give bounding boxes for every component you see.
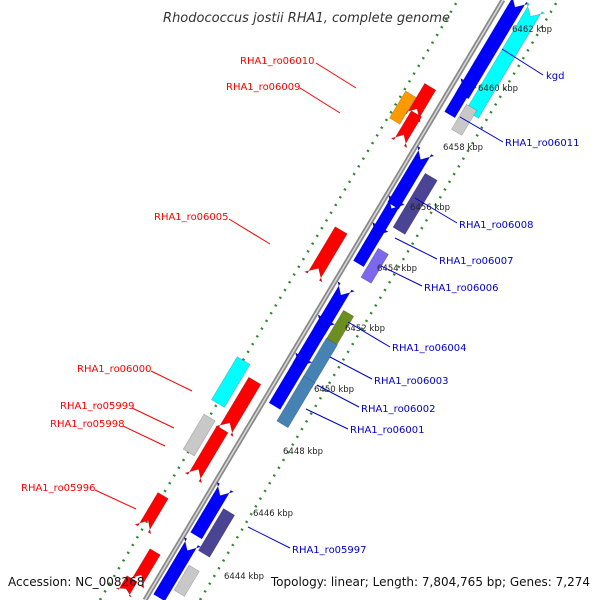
- gene-ro06002-left-arrow[interactable]: [268, 352, 313, 410]
- gene-ro05998-arrow[interactable]: [184, 425, 229, 484]
- tick-label: 6454 kbp: [377, 264, 417, 274]
- gene-label-ro06011[interactable]: RHA1_ro06011: [505, 138, 580, 149]
- genome-summary-text: Topology: linear; Length: 7,804,765 bp; …: [270, 575, 590, 589]
- gene-ro06008-arrow[interactable]: [392, 172, 438, 235]
- tick-label: 6460 kbp: [478, 84, 518, 94]
- tick-label: 6458 kbp: [443, 143, 483, 153]
- gene-label-ro06005[interactable]: RHA1_ro06005: [154, 212, 229, 223]
- tick-label: 6450 kbp: [314, 385, 354, 395]
- genome-backbone-shine: [144, 0, 504, 600]
- gene-label-ro05997[interactable]: RHA1_ro05997: [292, 545, 367, 556]
- gene-label-kgd[interactable]: kgd: [546, 71, 565, 82]
- leader-line-ro06010: [315, 62, 357, 89]
- gene-ro06005-arrow[interactable]: [304, 226, 348, 283]
- gene-ro05995-left-arrow[interactable]: [153, 536, 202, 600]
- gene-ro05996-arrow[interactable]: [134, 492, 169, 535]
- gene-label-ro06000[interactable]: RHA1_ro06000: [77, 364, 152, 375]
- leader-line-ro05996: [94, 489, 137, 510]
- gene-kgd-outer-arrow[interactable]: [456, 0, 530, 100]
- gene-label-ro06001[interactable]: RHA1_ro06001: [350, 425, 425, 436]
- accession-text: Accession: NC_008268: [8, 575, 144, 589]
- tick-label: 6462 kbp: [512, 25, 552, 35]
- leader-line-ro06002: [316, 384, 360, 408]
- gene-ro06007-arrow[interactable]: [352, 221, 389, 268]
- gene-ro06009-arrow[interactable]: [389, 90, 417, 125]
- gene-ro06004-left-arrow[interactable]: [313, 281, 355, 335]
- gene-label-ro06004[interactable]: RHA1_ro06004: [392, 343, 467, 354]
- leader-line-ro06006: [380, 265, 423, 287]
- gene-ro05993-arrow[interactable]: [115, 575, 138, 598]
- gene-label-ro05999[interactable]: RHA1_ro05999: [60, 401, 135, 412]
- tick-label: 6446 kbp: [253, 509, 293, 519]
- leader-line-ro06011: [459, 116, 504, 143]
- tick-label: 6456 kbp: [410, 203, 450, 213]
- gene-features: [115, 0, 546, 600]
- leader-line-ro06008: [414, 197, 458, 224]
- gene-ro05997-left-arrow[interactable]: [190, 481, 235, 540]
- leader-line-ro05998: [122, 425, 166, 447]
- gene-kgd-arrow[interactable]: [465, 1, 546, 119]
- gene-label-ro06003[interactable]: RHA1_ro06003: [374, 376, 449, 387]
- gene-ro06008-left-arrow[interactable]: [387, 145, 435, 210]
- leader-line-ro06004: [347, 321, 391, 348]
- gene-label-ro06006[interactable]: RHA1_ro06006: [424, 283, 499, 294]
- leader-line-ro06001: [305, 408, 349, 430]
- gene-ro06002-arrow[interactable]: [276, 375, 316, 429]
- tick-label: 6444 kbp: [224, 572, 264, 582]
- gene-label-ro05996[interactable]: RHA1_ro05996: [21, 483, 96, 494]
- leader-line-ro06003: [329, 356, 373, 380]
- gene-ro05997-arrow[interactable]: [197, 508, 236, 558]
- genome-title: Rhodococcus jostii RHA1, complete genome: [163, 11, 450, 26]
- gene-label-ro05998[interactable]: RHA1_ro05998: [50, 419, 125, 430]
- leader-line-ro06007: [394, 237, 438, 260]
- gene-label-ro06008[interactable]: RHA1_ro06008: [459, 220, 534, 231]
- leader-line-ro06009: [299, 87, 341, 114]
- leader-line-ro05999: [131, 407, 175, 429]
- gene-ro06009b-arrow[interactable]: [390, 110, 423, 149]
- right-leader-lines: [247, 48, 544, 549]
- gene-label-ro06009[interactable]: RHA1_ro06009: [226, 82, 301, 93]
- leader-line-ro05997: [247, 526, 291, 549]
- tick-label: 6448 kbp: [283, 447, 323, 457]
- gene-ro06006-arrow[interactable]: [360, 247, 389, 284]
- gene-ro06000-arrow[interactable]: [211, 356, 251, 408]
- gene-label-ro06007[interactable]: RHA1_ro06007: [439, 256, 514, 267]
- gene-ro05995-grey-arrow[interactable]: [173, 564, 200, 597]
- gene-label-ro06002[interactable]: RHA1_ro06002: [361, 404, 436, 415]
- left-leader-lines: [94, 62, 357, 510]
- tick-label: 6452 kbp: [345, 324, 385, 334]
- gene-label-ro06010[interactable]: RHA1_ro06010: [240, 56, 315, 67]
- gene-ro06011-left-arrow[interactable]: [444, 77, 478, 119]
- leader-line-kgd: [501, 48, 544, 76]
- gene-ro05999-arrow[interactable]: [182, 413, 216, 457]
- leader-line-ro06000: [150, 370, 193, 392]
- leader-line-ro06005: [228, 218, 271, 245]
